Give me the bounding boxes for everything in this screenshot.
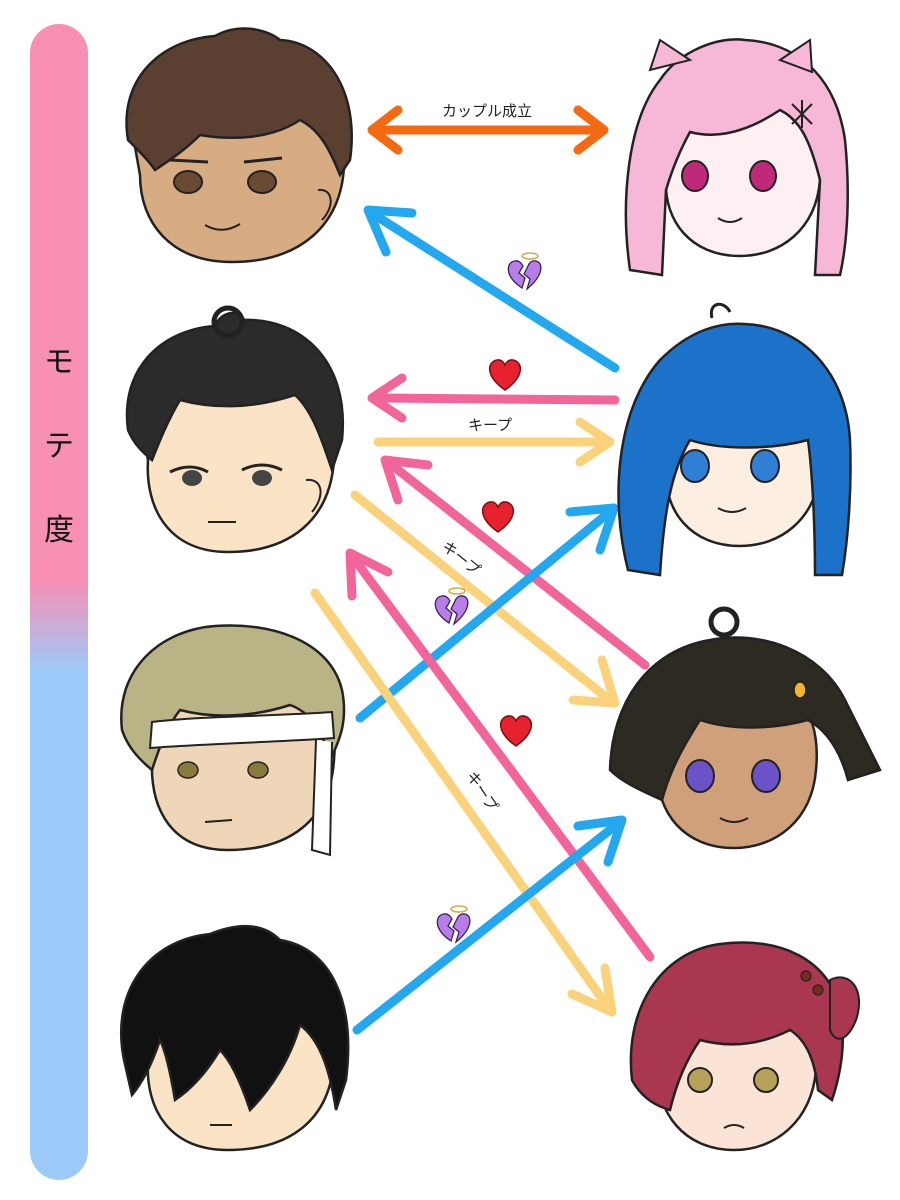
broken-heart-icon	[507, 252, 542, 291]
broken-heart-icon	[434, 587, 469, 626]
flower-hairpin-icon	[791, 100, 813, 128]
face-boy-4	[119, 924, 350, 1152]
arrow-boy2-to-girl2-keep	[373, 417, 615, 467]
label-keep-1: キープ	[468, 416, 512, 434]
arrow-boy3-to-girl4-keep	[310, 588, 617, 1017]
scale-char-3: 度	[44, 513, 74, 548]
face-girl-1	[624, 38, 849, 277]
face-boy-3	[120, 624, 346, 857]
cherry-hairpin-icon	[800, 970, 824, 996]
face-boy-1	[125, 27, 353, 264]
lemon-hairpin-icon	[793, 681, 807, 699]
face-girl-4	[629, 941, 861, 1152]
hearts-layer	[482, 359, 532, 747]
arrow-girl2-to-boy1	[363, 205, 620, 373]
arrow-boy4-to-girl3	[352, 815, 627, 1035]
broken-heart-icon	[436, 905, 471, 944]
broken-hearts-layer	[434, 252, 542, 944]
arrow-girl2-to-boy2	[367, 373, 620, 423]
heart-icon	[482, 501, 514, 533]
heart-icon	[500, 715, 532, 747]
face-boy-2	[125, 305, 345, 554]
arrow-girl4-to-boy3	[345, 548, 655, 962]
scale-char-1: モ	[44, 345, 74, 380]
face-girl-2	[617, 302, 852, 577]
arrow-boy2-to-girl3-keep	[350, 490, 620, 708]
label-couple: カップル成立	[442, 102, 532, 120]
scale-bar	[30, 24, 88, 1180]
heart-icon	[489, 359, 521, 391]
arrow-girl3-to-boy2	[380, 455, 650, 670]
couple-arrow	[367, 105, 609, 155]
face-girl-3	[608, 606, 882, 850]
scale-char-2: テ	[44, 429, 74, 464]
arrow-boy3-to-girl2	[355, 503, 619, 723]
popularity-scale: モ テ 度	[30, 24, 88, 1180]
arrows-layer	[310, 105, 655, 1035]
